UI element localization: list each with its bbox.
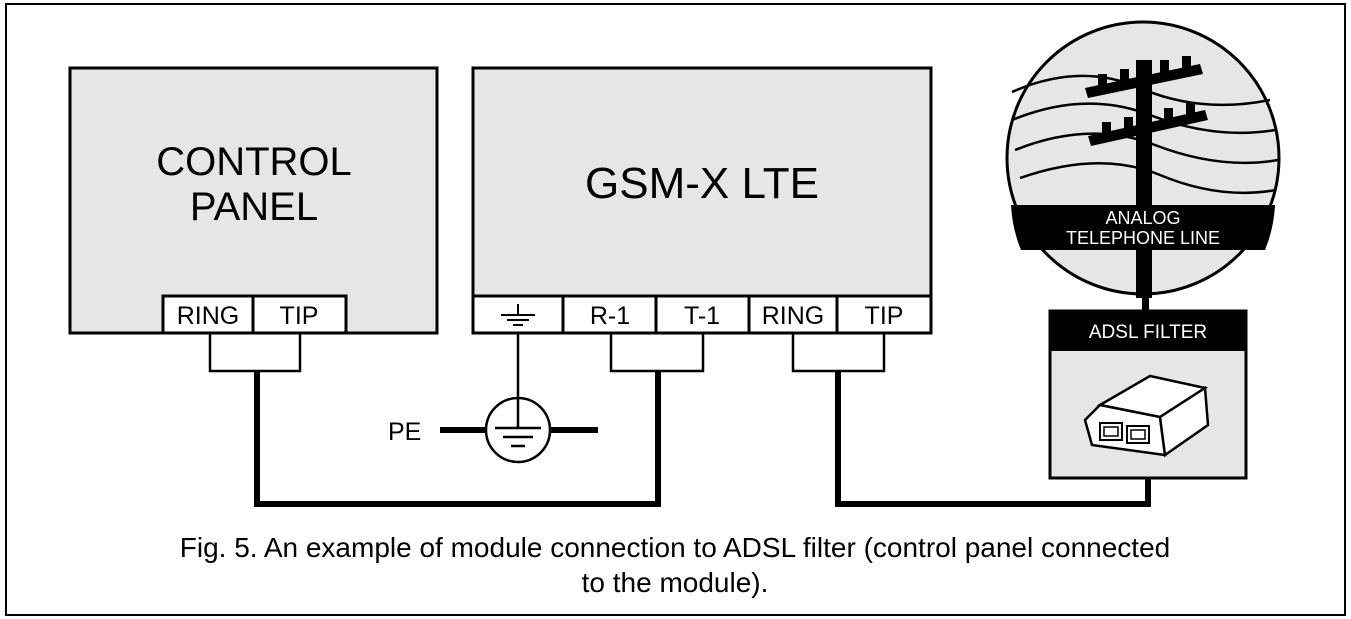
caption-line2: to the module). xyxy=(582,567,769,598)
module-terminal-ring-label: RING xyxy=(762,302,825,330)
telephone-line-label-line2: TELEPHONE LINE xyxy=(1066,228,1220,248)
caption-line1: Fig. 5. An example of module connection … xyxy=(180,532,1170,563)
control-panel-title-line2: PANEL xyxy=(190,185,318,229)
module-terminal-r1 xyxy=(561,294,658,335)
adsl-filter-label: ADSL FILTER xyxy=(1089,322,1207,343)
earth-icon xyxy=(484,396,552,464)
module-block: GSM-X LTE R-1 T-1 RING TIP xyxy=(471,66,933,335)
module-terminal-t1-label: T-1 xyxy=(684,302,720,330)
pe-label: PE xyxy=(388,418,421,446)
module-terminal-tip-label: TIP xyxy=(865,302,904,330)
telephone-line-icon xyxy=(1005,20,1281,298)
wire-control-panel-to-module xyxy=(254,371,661,507)
control-panel-terminal-ring-label: RING xyxy=(177,302,240,330)
module-terminal-tip xyxy=(835,294,933,335)
control-panel-terminal-ring xyxy=(161,294,255,335)
module-terminal-t1 xyxy=(654,294,751,335)
module-title: GSM-X LTE xyxy=(585,159,819,208)
telephone-line-to-filter-wire xyxy=(1142,294,1149,312)
wire-module-to-adsl-filter xyxy=(835,371,1151,507)
adsl-filter-device-icon xyxy=(1083,374,1210,458)
ground-icon xyxy=(501,304,535,326)
telephone-line-label-line1: ANALOG xyxy=(1105,208,1180,228)
control-panel-terminal-tip xyxy=(251,294,348,335)
control-panel-title-line1: CONTROL xyxy=(156,140,352,184)
control-panel-terminal-tip-label: TIP xyxy=(280,302,319,330)
control-panel-block: CONTROL PANEL RING TIP xyxy=(68,66,439,335)
module-terminal-r1-label: R-1 xyxy=(590,302,630,330)
